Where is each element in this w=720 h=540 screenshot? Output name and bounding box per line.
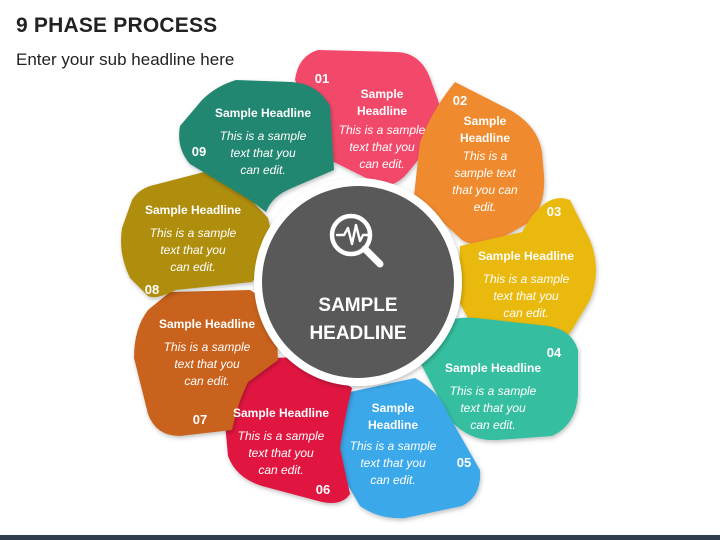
phase-description: can edit.: [184, 374, 229, 388]
phase-04-petal: [420, 317, 578, 441]
phase-description: This is a sample: [450, 384, 537, 398]
center-hub: SAMPLE HEADLINE: [254, 178, 462, 386]
center-headline-line-2: HEADLINE: [309, 323, 406, 344]
phase-number: 05: [457, 455, 471, 470]
phase-headline: Headline: [368, 418, 418, 432]
phase-description: text that you: [349, 140, 415, 154]
phase-number: 06: [316, 482, 330, 497]
phase-description: can edit.: [258, 463, 303, 477]
phase-description: text that you: [493, 289, 559, 303]
phase-description: text that you: [174, 357, 240, 371]
center-circle: [262, 186, 454, 378]
phase-09-petal: [179, 80, 334, 212]
search-pulse-icon: [329, 213, 384, 268]
phase-08-petal: [121, 171, 272, 298]
phase-description: text that you: [248, 446, 314, 460]
phase-07-petal: [134, 290, 278, 436]
bottom-accent-bar: [0, 535, 720, 540]
phase-headline: Sample Headline: [478, 249, 574, 263]
phase-headline: Sample Headline: [145, 203, 241, 217]
phase-description: edit.: [474, 200, 497, 214]
phase-headline: Sample: [464, 114, 507, 128]
phase-number: 04: [547, 345, 562, 360]
phase-description: text that you: [460, 401, 526, 415]
phase-description: This is a sample: [150, 226, 237, 240]
phase-number: 09: [192, 144, 206, 159]
phase-description: can edit.: [370, 473, 415, 487]
phase-headline: Headline: [357, 104, 407, 118]
phase-description: This is a sample: [164, 340, 251, 354]
phase-description: This is a sample: [350, 439, 437, 453]
phase-number: 08: [145, 282, 159, 297]
phase-number: 07: [193, 412, 207, 427]
phase-03-petal: [458, 198, 596, 349]
phase-petals: [121, 50, 596, 519]
phase-description: can edit.: [240, 163, 285, 177]
phase-description: that you can: [452, 183, 518, 197]
phase-number: 01: [315, 71, 329, 86]
phase-05-petal: [335, 378, 481, 519]
phase-headline: Sample Headline: [159, 317, 255, 331]
phase-headline: Sample: [361, 87, 404, 101]
phase-description: can edit.: [359, 157, 404, 171]
phase-description: can edit.: [170, 260, 215, 274]
phase-description: sample text: [454, 166, 516, 180]
phase-headline: Sample Headline: [215, 106, 311, 120]
phase-description: can edit.: [503, 306, 548, 320]
page-subtitle: Enter your sub headline here: [16, 50, 235, 69]
phase-description: This is a: [463, 149, 508, 163]
phase-description: This is a sample: [220, 129, 307, 143]
phase-06-petal: [224, 357, 352, 503]
phase-02-petal: [414, 82, 545, 245]
phase-description: This is a sample: [238, 429, 325, 443]
phase-number: 02: [453, 93, 467, 108]
phase-description: text that you: [160, 243, 226, 257]
phase-headline: Sample Headline: [445, 361, 541, 375]
phase-headline: Sample Headline: [233, 406, 329, 420]
phase-headline: Headline: [460, 131, 510, 145]
phase-number: 03: [547, 204, 561, 219]
phase-description: This is a sample: [483, 272, 570, 286]
phase-headline: Sample: [372, 401, 415, 415]
phase-description: text that you: [360, 456, 426, 470]
center-headline-line-1: SAMPLE: [318, 295, 397, 316]
phase-description: This is a sample: [339, 123, 426, 137]
page-title: 9 PHASE PROCESS: [16, 14, 218, 37]
phase-description: can edit.: [470, 418, 515, 432]
phase-description: text that you: [230, 146, 296, 160]
